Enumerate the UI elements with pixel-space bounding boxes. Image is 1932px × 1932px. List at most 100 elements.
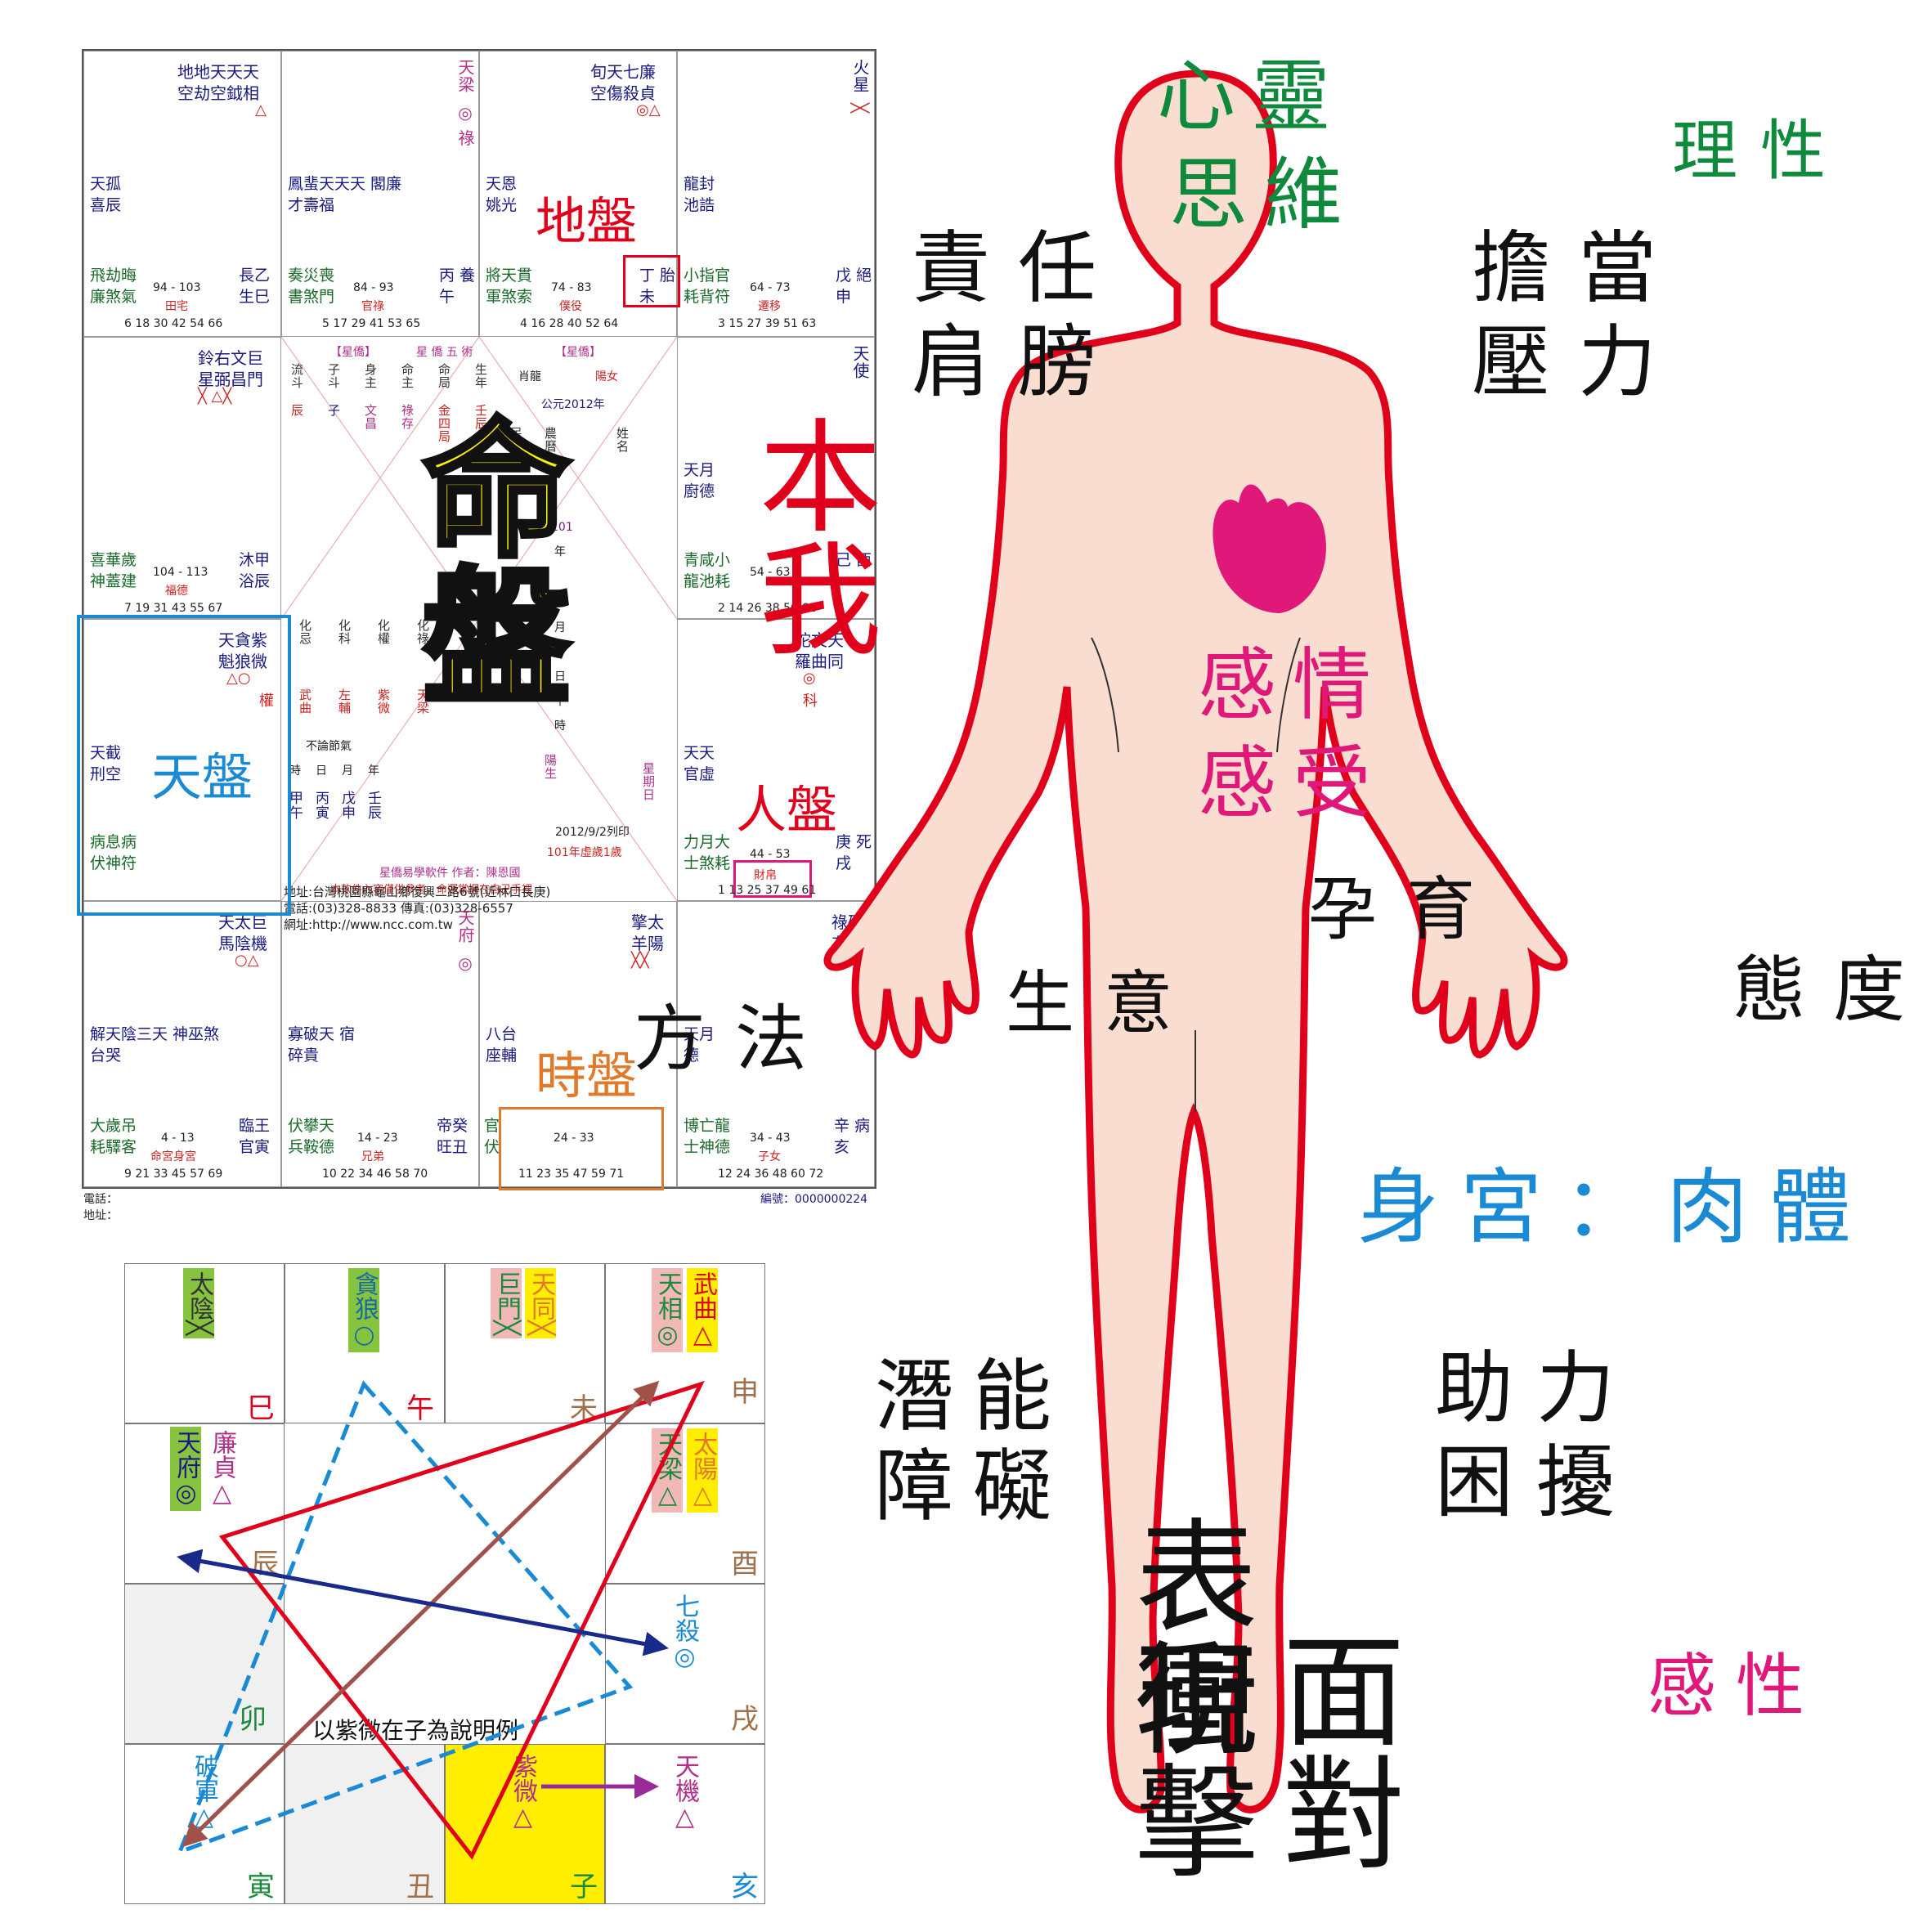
navy-arrow — [177, 1549, 669, 1656]
c3-gods: 將天貫 軍煞索 — [486, 267, 533, 306]
body-outline — [823, 69, 1568, 1813]
web: 網址:http://www.ncc.com.tw — [284, 917, 453, 932]
c3-palace: 僕役 — [559, 300, 582, 313]
ze-ren-label: 責任 — [912, 222, 1124, 314]
cell3-sym: ◎△ — [636, 101, 661, 119]
c3-branch: 丁 胎未 — [639, 267, 676, 306]
c3-ages: 4 16 28 40 52 64 — [520, 317, 619, 330]
body-line-left — [1091, 637, 1119, 753]
nian: 年 — [554, 545, 566, 558]
age-text: 101年虛歲1歲 — [547, 846, 622, 859]
c4-palace: 遷移 — [758, 300, 781, 313]
hdr-mid: 星 僑 五 術 — [416, 346, 473, 359]
branch-shen: 申 — [731, 1376, 759, 1409]
r6-palace: 財帛 — [754, 869, 777, 882]
center-info: 【星僑】 星 僑 五 術 【星僑】 肖龍 陽女 公元2012年 流斗 子斗 身主… — [281, 337, 677, 901]
col-label-4: 命局 — [437, 363, 451, 389]
shi-pan-label: 時盤 — [536, 1046, 638, 1105]
b1-stars2: 馬陰機 — [218, 934, 267, 953]
hua-star-0: 武曲 — [298, 688, 312, 715]
g1-palace: 命宮身宮 — [150, 1150, 196, 1163]
col-val-0: 辰 — [289, 404, 304, 417]
c3-minor: 天恩 姚光 — [486, 175, 518, 214]
hdr-left: 【星僑】 — [330, 346, 376, 359]
wu: 午 — [554, 695, 566, 708]
qian-neng-label: 潛能 — [875, 1351, 1071, 1442]
col-label-0: 流斗 — [289, 363, 304, 389]
palace-chen — [83, 337, 281, 619]
r4-stars: 陀文天 — [795, 630, 844, 650]
star-tai-yang: 太陽△ — [687, 1428, 718, 1513]
g3-range: 24 - 33 — [554, 1132, 594, 1145]
g1-ages: 9 21 33 45 57 69 — [124, 1168, 223, 1181]
ben-wo-label: 本我 — [738, 413, 881, 658]
brown-arrow — [182, 1380, 660, 1848]
g4-range: 34 - 43 — [750, 1132, 791, 1145]
footer-phone: 電話： — [83, 1193, 118, 1206]
cell4-stars: 火星 — [850, 59, 870, 93]
yun-yu-label: 孕育 — [1308, 869, 1505, 949]
di-pan-marker-box — [623, 255, 680, 307]
yue: 月 — [554, 621, 566, 634]
xin-ling-label: 心靈 — [1157, 51, 1347, 142]
r6-gods: 力月大 士煞耗 — [684, 833, 731, 872]
m3-minor: 八台 座輔 — [486, 1025, 518, 1065]
c1-palace: 田宅 — [165, 300, 188, 313]
b1-stars: 天太巨 — [218, 912, 267, 932]
c1-range: 94 - 103 — [153, 281, 201, 294]
ren-pan-marker-box — [733, 860, 812, 898]
tian-pan-label: 天盤 — [151, 747, 253, 807]
palace-zi — [479, 901, 677, 1187]
r3-range: 54 - 63 — [750, 566, 791, 579]
star-tai-yin: 太陰╳ — [183, 1268, 214, 1339]
c4-minor: 龍封 池誥 — [684, 175, 715, 214]
gan-shou-label: 感受 — [1198, 737, 1387, 829]
shichen-1: 日 — [316, 764, 327, 778]
zodiac: 肖龍 — [518, 370, 541, 383]
branch-you: 酉 — [731, 1548, 759, 1580]
ri: 日 — [554, 670, 566, 684]
col-label-5: 生年 — [473, 363, 488, 389]
shichen-2: 月 — [342, 764, 353, 778]
gender: 陽女 — [595, 370, 618, 383]
g3-gods: 官 伏 — [484, 1117, 500, 1156]
hua-star-2: 紫微 — [376, 688, 391, 715]
body-line-right — [1276, 637, 1301, 753]
c1-ages: 6 18 30 42 54 66 — [124, 317, 223, 330]
gregorian-year: 公元2012年 — [541, 398, 605, 411]
human-body-figure — [823, 69, 1568, 1813]
hdr-right: 【星僑】 — [555, 346, 601, 359]
c3-range: 74 - 83 — [551, 281, 592, 294]
yang-sheng: 陽生 — [543, 754, 558, 780]
l5-minor: 天截 刑空 — [90, 744, 122, 783]
b3-stars2: 羊陽 — [631, 934, 664, 953]
heart-icon — [1213, 484, 1326, 613]
star-wu-qu: 武曲△ — [687, 1268, 718, 1352]
star-tan-lang: 貪狼○ — [348, 1268, 379, 1352]
l4-tag: 權 — [259, 693, 274, 710]
col-val-5: 壬辰 — [473, 404, 488, 430]
c4-ages: 3 15 27 39 51 63 — [718, 317, 817, 330]
b1-sym: ○△ — [235, 952, 259, 969]
hua-3: 化祿 — [415, 619, 430, 645]
branch-chou: 丑 — [406, 1871, 434, 1903]
b2-stars: 天府 — [455, 909, 475, 944]
c1-gods: 飛劫晦 廉煞氣 — [90, 267, 137, 306]
g4-palace: 子女 — [758, 1150, 781, 1163]
tai-du-label: 態度 — [1733, 948, 1932, 1032]
shen-gong-label: 身宮：肉體 — [1357, 1159, 1872, 1255]
col-val-1: 子 — [326, 404, 341, 417]
lunar-label: 農曆 — [543, 427, 558, 453]
tel: 電話:(03)328-8833 傳真:(03)328-6557 — [284, 901, 513, 916]
r6-range: 44 - 53 — [750, 848, 791, 861]
c4-gods: 小指官 耗背符 — [684, 267, 731, 306]
star-qi-sha: 七殺◎ — [670, 1594, 699, 1671]
l1-stars2: 星弼昌門 — [198, 370, 263, 389]
di-pan-label: 地盤 — [536, 191, 638, 251]
cell1-stars2: 空劫空鉞相 — [177, 83, 259, 103]
fang-fa-label: 方法 — [634, 997, 837, 1081]
c2-minor: 鳳蜚天天天 閣廉才壽福 — [288, 175, 402, 214]
g4-gods: 博亡龍 士神德 — [684, 1117, 731, 1156]
g2-range: 14 - 23 — [357, 1132, 398, 1145]
stem-3: 壬辰 — [365, 791, 381, 820]
